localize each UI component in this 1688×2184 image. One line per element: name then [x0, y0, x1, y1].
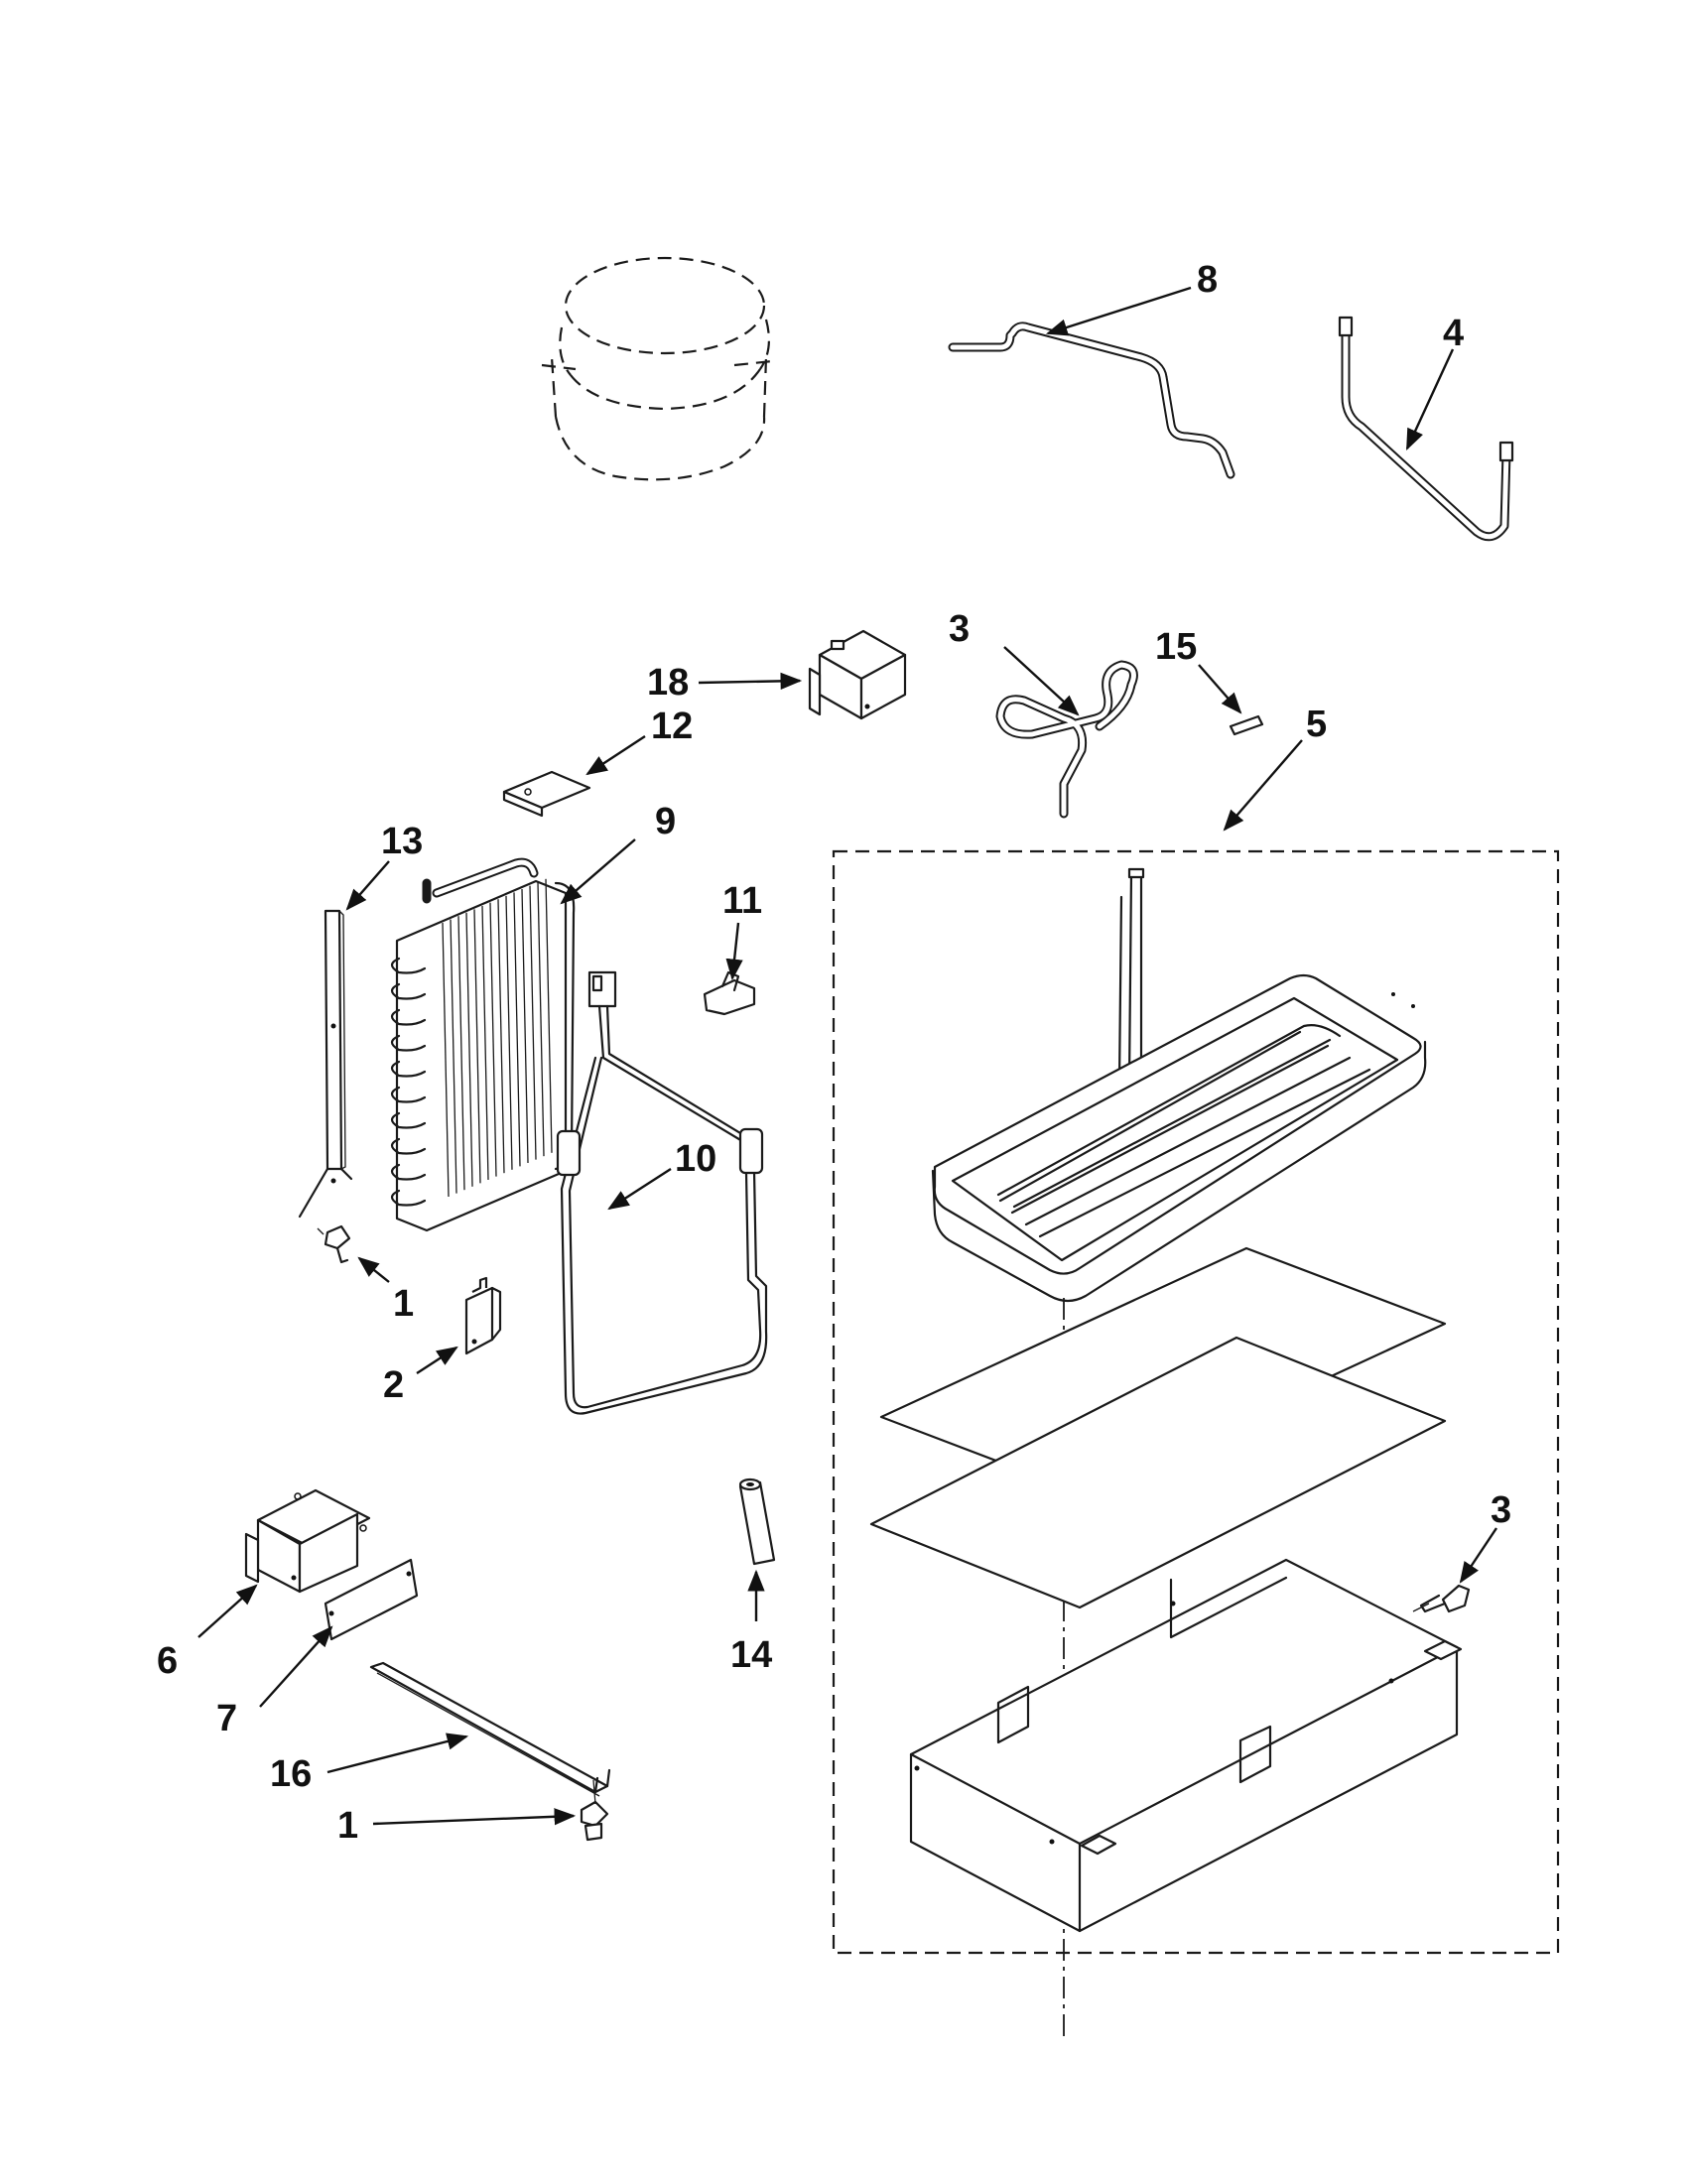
part-18-bracket[interactable] [808, 629, 907, 720]
callout-16: 16 [270, 1753, 312, 1795]
part-9-evaporator[interactable] [390, 857, 576, 1232]
callout-15: 15 [1155, 626, 1197, 668]
part-5-drain-pan-assembly[interactable] [832, 849, 1560, 2036]
part-3-capillary-tube[interactable] [995, 660, 1138, 819]
callout-3-upper: 3 [949, 608, 970, 650]
callout-18: 18 [647, 662, 689, 704]
part-11-clip[interactable] [703, 970, 756, 1016]
part-1-screw-upper[interactable] [317, 1224, 351, 1264]
part-2-bracket[interactable] [464, 1276, 502, 1355]
callout-6: 6 [157, 1640, 178, 1682]
callout-11: 11 [722, 880, 762, 922]
callout-4: 4 [1443, 313, 1464, 354]
compressor-outline [541, 256, 773, 481]
callout-2: 2 [383, 1364, 404, 1406]
callout-13: 13 [381, 821, 423, 862]
callout-14: 14 [730, 1634, 772, 1676]
part-15-clip[interactable] [1229, 714, 1264, 736]
callout-7: 7 [216, 1698, 237, 1739]
part-1-screw-lower[interactable] [580, 1779, 609, 1842]
part-4-tube[interactable] [1338, 316, 1514, 542]
callout-1-upper: 1 [393, 1283, 414, 1325]
callout-10: 10 [675, 1138, 716, 1180]
part-8-tube[interactable] [948, 321, 1235, 479]
part-13-channel[interactable] [298, 909, 353, 1219]
part-6-bracket[interactable] [244, 1488, 371, 1594]
callout-3-lower: 3 [1491, 1489, 1511, 1531]
callout-labels: 8 4 3 15 5 18 12 13 9 11 10 1 2 3 14 6 7… [157, 259, 1511, 1847]
callout-1-lower: 1 [337, 1805, 358, 1847]
callout-5: 5 [1306, 704, 1327, 745]
callout-12: 12 [651, 706, 693, 747]
part-10-harness[interactable] [556, 970, 768, 1415]
part-14-sleeve[interactable] [738, 1477, 776, 1566]
evaporator-fins [390, 878, 553, 1207]
leader-arrows [197, 286, 1497, 1826]
callout-8: 8 [1197, 259, 1218, 301]
part-12-plate[interactable] [502, 770, 591, 818]
part-3-screw[interactable] [1412, 1584, 1471, 1613]
callout-9: 9 [655, 801, 676, 842]
part-16-strip[interactable] [369, 1661, 611, 1797]
